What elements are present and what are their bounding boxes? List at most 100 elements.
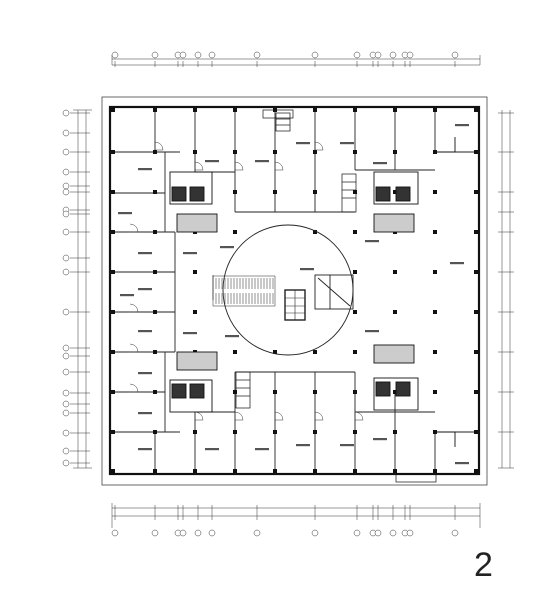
axis-bubble bbox=[151, 51, 159, 59]
door-swing bbox=[354, 411, 364, 421]
column bbox=[433, 108, 437, 112]
column bbox=[313, 230, 317, 234]
axis-bubble bbox=[62, 400, 70, 408]
stair-right-upper bbox=[341, 173, 357, 213]
axis-bubble bbox=[151, 529, 159, 537]
axis-bubble bbox=[208, 529, 216, 537]
column bbox=[433, 310, 437, 314]
room-label-mark bbox=[138, 412, 152, 415]
axis-bubble bbox=[353, 529, 361, 537]
column bbox=[111, 150, 115, 154]
axis-bubble bbox=[62, 429, 70, 437]
column bbox=[313, 390, 317, 394]
column bbox=[111, 230, 115, 234]
top-dimension-chain bbox=[111, 55, 481, 66]
room-label-mark bbox=[255, 160, 269, 163]
room-label-mark bbox=[340, 142, 354, 145]
column bbox=[393, 310, 397, 314]
column bbox=[273, 190, 277, 194]
column bbox=[273, 350, 277, 354]
corner-rooms bbox=[262, 109, 456, 483]
left-grid-axes bbox=[62, 109, 90, 467]
exterior-wall bbox=[108, 105, 481, 476]
column bbox=[233, 230, 237, 234]
axis-bubble bbox=[62, 210, 70, 218]
room-label-mark bbox=[183, 332, 197, 335]
column bbox=[111, 270, 115, 274]
column bbox=[153, 310, 157, 314]
axis-bubble bbox=[311, 529, 319, 537]
axis-bubble bbox=[62, 228, 70, 236]
room-label-mark bbox=[373, 162, 387, 165]
right-dimension-chain bbox=[501, 110, 511, 468]
door-swing bbox=[234, 411, 244, 421]
column bbox=[474, 350, 478, 354]
axis-bubble bbox=[62, 409, 70, 417]
door-swing bbox=[129, 343, 139, 353]
stair-top-centre bbox=[275, 112, 291, 132]
column bbox=[393, 108, 397, 112]
atrium-stair bbox=[284, 289, 306, 321]
column bbox=[353, 108, 357, 112]
column bbox=[193, 430, 197, 434]
bottom-grid-axes bbox=[111, 505, 459, 537]
column bbox=[193, 270, 197, 274]
bottom-dimension-chain bbox=[111, 503, 481, 528]
axis-bubble bbox=[311, 51, 319, 59]
axis-bubble bbox=[253, 51, 261, 59]
door-swing bbox=[129, 303, 139, 313]
column bbox=[433, 190, 437, 194]
column bbox=[111, 310, 115, 314]
axis-bubble bbox=[62, 109, 70, 117]
room-label-mark bbox=[455, 462, 469, 465]
column bbox=[353, 150, 357, 154]
axis-bubble bbox=[389, 51, 397, 59]
axis-bubble bbox=[406, 51, 414, 59]
axis-bubble bbox=[451, 529, 459, 537]
axis-bubble bbox=[374, 51, 382, 59]
axis-bubble bbox=[406, 529, 414, 537]
room-label-mark bbox=[373, 438, 387, 441]
top-grid-axes bbox=[111, 51, 459, 67]
core-bottom-right bbox=[373, 344, 419, 411]
column bbox=[353, 430, 357, 434]
column bbox=[273, 469, 277, 473]
axis-bubble bbox=[208, 51, 216, 59]
column bbox=[111, 430, 115, 434]
column bbox=[474, 430, 478, 434]
room-label-mark bbox=[365, 240, 379, 243]
column bbox=[433, 350, 437, 354]
core-top-left bbox=[169, 171, 218, 233]
axis-bubble bbox=[111, 529, 119, 537]
column bbox=[153, 108, 157, 112]
atrium-lift-box bbox=[314, 274, 354, 310]
core-top-right bbox=[373, 171, 419, 233]
column bbox=[474, 310, 478, 314]
column bbox=[193, 469, 197, 473]
column bbox=[153, 430, 157, 434]
door-swing bbox=[314, 141, 324, 151]
column bbox=[313, 190, 317, 194]
room-label-mark bbox=[138, 372, 152, 375]
column bbox=[273, 430, 277, 434]
column bbox=[474, 150, 478, 154]
column bbox=[313, 150, 317, 154]
room-label-mark bbox=[138, 252, 152, 255]
column bbox=[353, 390, 357, 394]
room-label-mark bbox=[138, 330, 152, 333]
column bbox=[153, 390, 157, 394]
column bbox=[153, 230, 157, 234]
column bbox=[353, 230, 357, 234]
door-swing bbox=[194, 411, 204, 421]
axis-bubble bbox=[62, 447, 70, 455]
column bbox=[393, 150, 397, 154]
column bbox=[353, 310, 357, 314]
room-labels bbox=[118, 124, 469, 465]
column bbox=[393, 469, 397, 473]
axis-bubble bbox=[194, 51, 202, 59]
room-label-mark bbox=[220, 246, 234, 249]
column bbox=[313, 350, 317, 354]
column bbox=[233, 469, 237, 473]
column bbox=[353, 350, 357, 354]
